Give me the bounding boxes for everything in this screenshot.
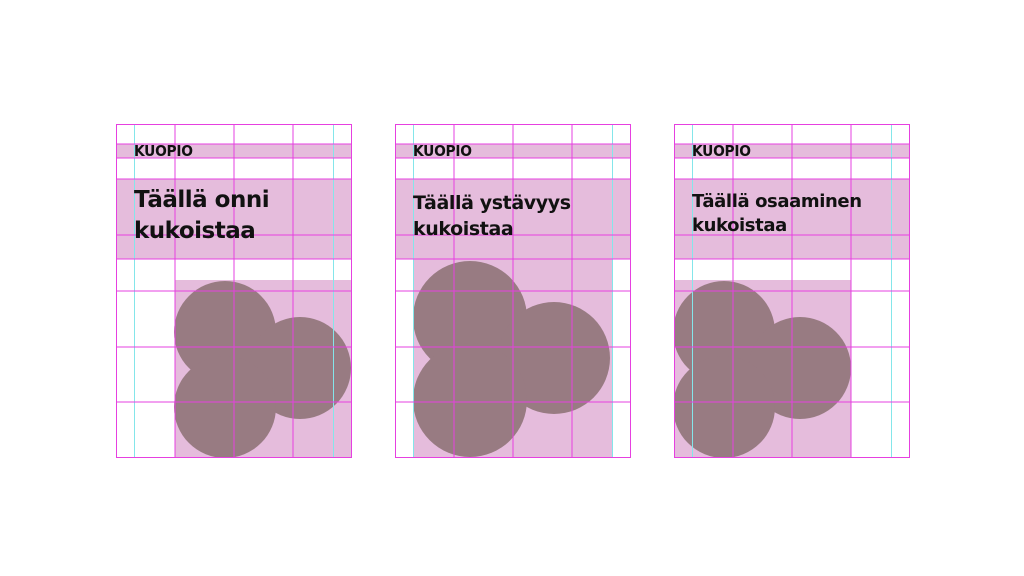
headline: Täällä ystävyys kukoistaa [413, 190, 571, 242]
magenta-grid [116, 124, 352, 458]
headline-line-1: Täällä osaaminen [692, 191, 862, 212]
headline-line-2: kukoistaa [692, 215, 787, 236]
poster-layout-2: KUOPIO Täällä ystävyys kukoistaa [395, 124, 631, 458]
flower-shape [674, 281, 851, 458]
headline-line-1: Täällä onni [134, 187, 270, 213]
flower-shape [174, 281, 351, 458]
headline-line-2: kukoistaa [413, 218, 514, 240]
poster-layout-1: KUOPIO Täällä onni kukoistaa [116, 124, 352, 458]
magenta-grid [395, 124, 631, 458]
magenta-grid [674, 124, 910, 458]
kuopio-logo: KUOPIO [134, 142, 193, 160]
layout-grid-3 [674, 124, 910, 458]
kuopio-logo: KUOPIO [692, 142, 751, 160]
kuopio-logo: KUOPIO [413, 142, 472, 160]
poster-layout-3: KUOPIO Täällä osaaminen kukoistaa [674, 124, 910, 458]
layout-grid-2 [395, 124, 631, 458]
headline: Täällä onni kukoistaa [134, 185, 270, 247]
layout-grid-1 [116, 124, 352, 458]
flower-shape [413, 261, 610, 457]
headline-line-1: Täällä ystävyys [413, 192, 571, 214]
headline: Täällä osaaminen kukoistaa [692, 190, 862, 238]
headline-line-2: kukoistaa [134, 218, 256, 244]
